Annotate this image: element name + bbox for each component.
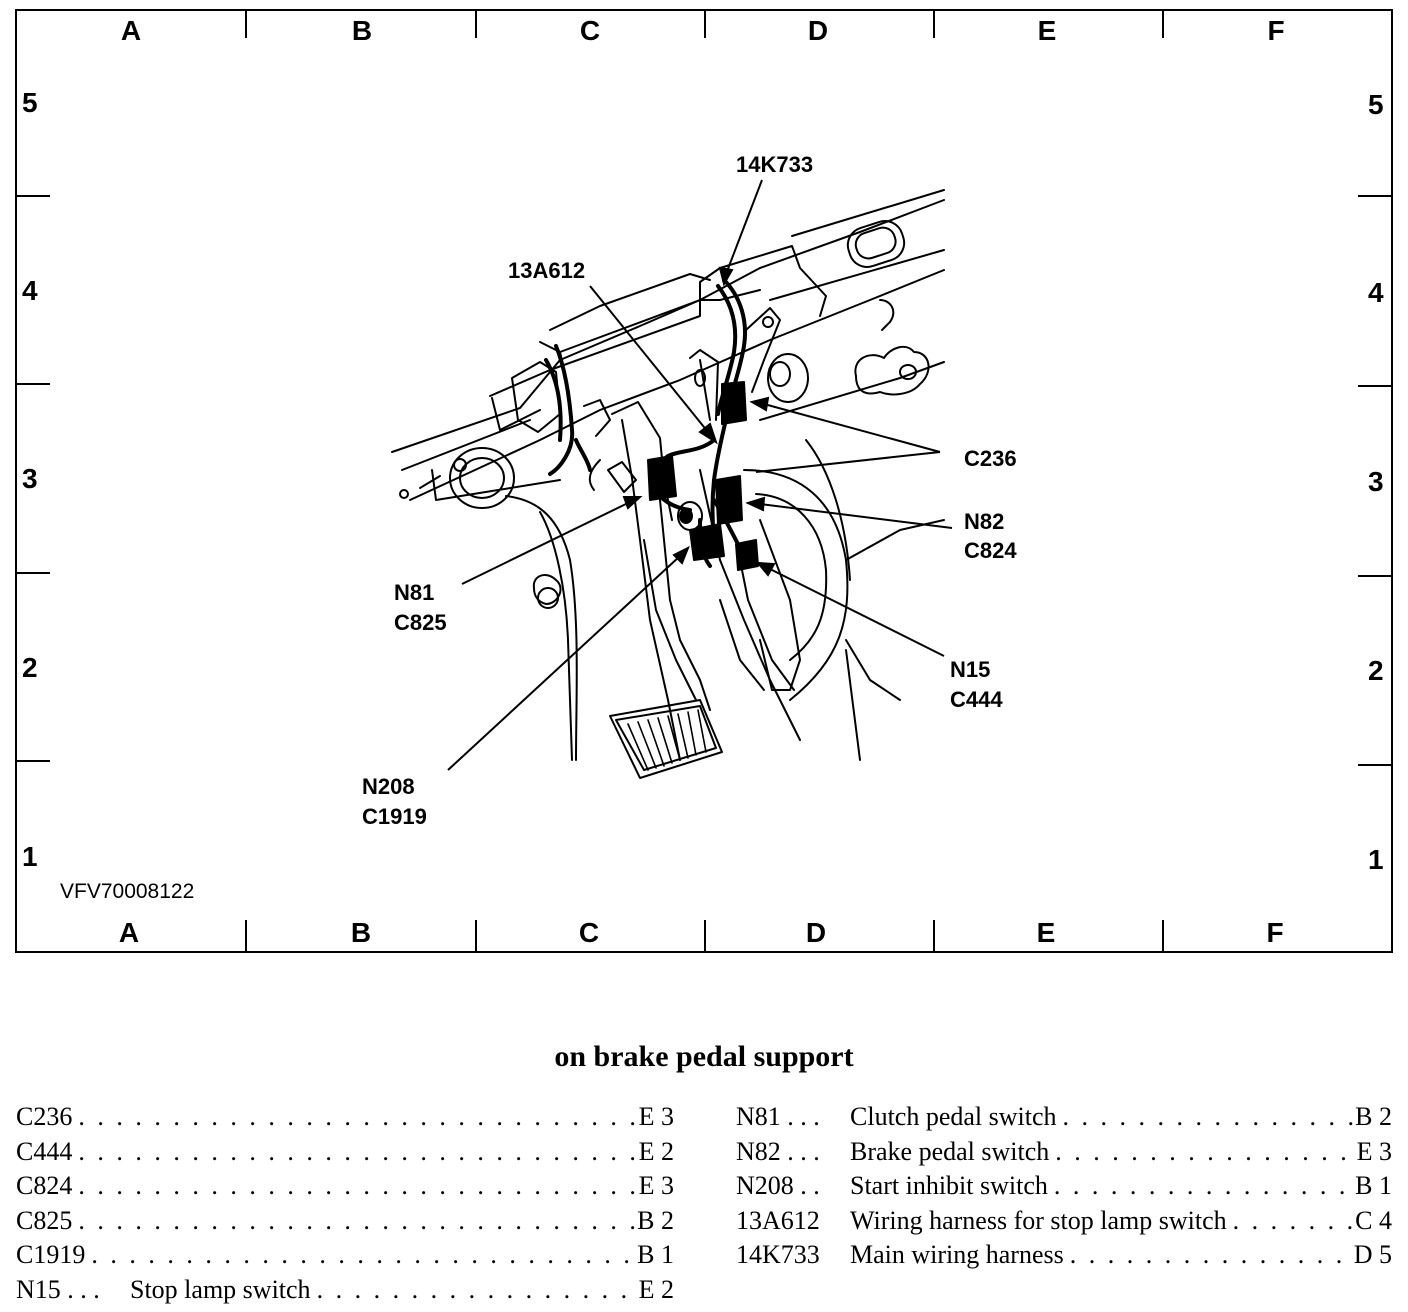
dot-leader: . . . . . . . . . . . . . . . . . . . . … (1232, 1205, 1356, 1235)
row-label-1-right: 1 (1368, 844, 1384, 875)
legend-location: E 3 (1356, 1136, 1392, 1166)
legend-code: N82 . . . (736, 1136, 820, 1166)
legend-row: N81 . . . Clutch pedal switch . . . . . … (736, 1100, 1392, 1135)
legend-description: Clutch pedal switch (850, 1102, 1057, 1131)
legend-row: N82 . . . Brake pedal switch . . . . . .… (736, 1135, 1392, 1170)
legend-description: Stop lamp switch (130, 1274, 311, 1304)
row-label-1-left: 1 (22, 841, 38, 872)
callout-c236: C236 (964, 446, 1017, 471)
bottom-column-dividers (245, 920, 1164, 952)
dot-leader: . . . . . . . . . . . . . . . . . . . . … (78, 1136, 639, 1166)
legend-location: E 2 (638, 1274, 674, 1304)
top-column-dividers (245, 10, 1164, 38)
legend-location: E 3 (638, 1171, 674, 1200)
legend-row: 13A612 Wiring harness for stop lamp swit… (736, 1204, 1392, 1239)
row-label-5-left: 5 (22, 87, 38, 118)
legend-row: 14K733 Main wiring harness . . . . . . .… (736, 1238, 1392, 1273)
col-label-c-top: C (580, 15, 600, 46)
callout-c825: C825 (394, 610, 447, 635)
legend-row: C824 . . . . . . . . . . . . . . . . . .… (16, 1169, 674, 1204)
diagram-caption: on brake pedal support (554, 1040, 854, 1073)
dot-leader: . . . . . . . . . . . . . . . . . . . . … (316, 1274, 639, 1304)
dot-leader: . . . . . . . . . . . . . . . . . . . . … (91, 1240, 637, 1269)
callout-c444: C444 (950, 687, 1003, 712)
col-label-a-top: A (121, 15, 141, 46)
legend-code: N81 . . . (736, 1102, 820, 1131)
dot-leader: . . . . . . . . . . . . . . . . . . . . … (78, 1205, 637, 1235)
row-label-4-left: 4 (22, 275, 38, 306)
legend-code: 14K733 (736, 1240, 820, 1269)
legend-row: C1919 . . . . . . . . . . . . . . . . . … (16, 1238, 674, 1273)
legend-code: N15 . . . (16, 1274, 100, 1304)
row-label-2-left: 2 (22, 652, 38, 683)
row-label-4-right: 4 (1368, 277, 1384, 308)
legend-location: E 2 (638, 1136, 674, 1166)
callout-leaders (447, 179, 953, 771)
legend-code: C824 (16, 1171, 73, 1200)
col-label-d-bottom: D (806, 917, 826, 948)
legend-right-column: N81 . . . Clutch pedal switch . . . . . … (736, 1100, 1392, 1273)
legend-location: B 1 (1355, 1171, 1392, 1200)
dot-leader: . . . . . . . . . . . . . . . . . . . . … (78, 1171, 639, 1200)
callout-c1919: C1919 (362, 804, 427, 829)
row-ticks (16, 195, 1392, 766)
legend-code: 13A612 (736, 1205, 820, 1235)
col-label-f-bottom: F (1266, 917, 1283, 948)
row-label-5-right: 5 (1368, 89, 1384, 120)
dot-leader: . . . . . . . . . . . . . . . . . . . . … (1053, 1171, 1355, 1200)
dot-leader: . . . . . . . . . . . . . . . . . . . . … (1055, 1136, 1356, 1166)
pedal-assembly-drawing (391, 189, 945, 779)
col-label-f-top: F (1267, 15, 1284, 46)
col-label-d-top: D (808, 15, 828, 46)
col-label-e-bottom: E (1037, 917, 1056, 948)
callout-14k733: 14K733 (736, 152, 813, 177)
legend-location: B 2 (1355, 1102, 1392, 1131)
legend-row: C444 . . . . . . . . . . . . . . . . . .… (16, 1135, 674, 1170)
row-label-3-left: 3 (22, 463, 38, 494)
legend-row: N208 . . Start inhibit switch . . . . . … (736, 1169, 1392, 1204)
col-label-e-top: E (1038, 15, 1057, 46)
legend-location: B 1 (637, 1240, 674, 1269)
figure-id: VFV70008122 (60, 880, 194, 903)
legend-code: C1919 (16, 1240, 86, 1269)
diagram-frame (15, 9, 1393, 953)
legend-code: C825 (16, 1205, 73, 1235)
callout-13a612: 13A612 (508, 258, 585, 283)
legend-location: C 4 (1355, 1205, 1392, 1235)
row-label-3-right: 3 (1368, 466, 1384, 497)
dot-leader: . . . . . . . . . . . . . . . . . . . . … (1062, 1102, 1356, 1131)
legend-description: Main wiring harness (850, 1240, 1064, 1269)
legend-description: Start inhibit switch (850, 1171, 1048, 1200)
wiring-location-diagram: A B C D E F A B C D E F 5 4 3 2 1 5 4 3 … (15, 9, 1393, 953)
legend-location: E 3 (638, 1102, 674, 1131)
callout-n208: N208 (362, 774, 415, 799)
legend-row: C236 . . . . . . . . . . . . . . . . . .… (16, 1100, 674, 1135)
legend-code: N208 . . (736, 1171, 820, 1200)
legend-description: Wiring harness for stop lamp switch (850, 1205, 1227, 1235)
callout-n81: N81 (394, 580, 434, 605)
legend-row: N15 . . . Stop lamp switch . . . . . . .… (16, 1273, 674, 1308)
col-label-b-bottom: B (351, 917, 371, 948)
dot-leader: . . . . . . . . . . . . . . . . . . . . … (78, 1102, 639, 1131)
legend-row: C825 . . . . . . . . . . . . . . . . . .… (16, 1204, 674, 1239)
callout-c824: C824 (964, 538, 1017, 563)
legend-left-column: C236 . . . . . . . . . . . . . . . . . .… (16, 1100, 674, 1307)
legend-code: C236 (16, 1102, 73, 1131)
col-label-a-bottom: A (119, 917, 139, 948)
legend-code: C444 (16, 1136, 73, 1166)
col-label-c-bottom: C (579, 917, 599, 948)
legend-location: D 5 (1353, 1240, 1392, 1269)
row-label-2-right: 2 (1368, 655, 1384, 686)
legend-location: B 2 (637, 1205, 674, 1235)
legend-description: Brake pedal switch (850, 1136, 1050, 1166)
callout-n82: N82 (964, 509, 1004, 534)
callout-n15: N15 (950, 657, 990, 682)
dot-leader: . . . . . . . . . . . . . . . . . . . . … (1069, 1240, 1354, 1269)
col-label-b-top: B (352, 15, 372, 46)
